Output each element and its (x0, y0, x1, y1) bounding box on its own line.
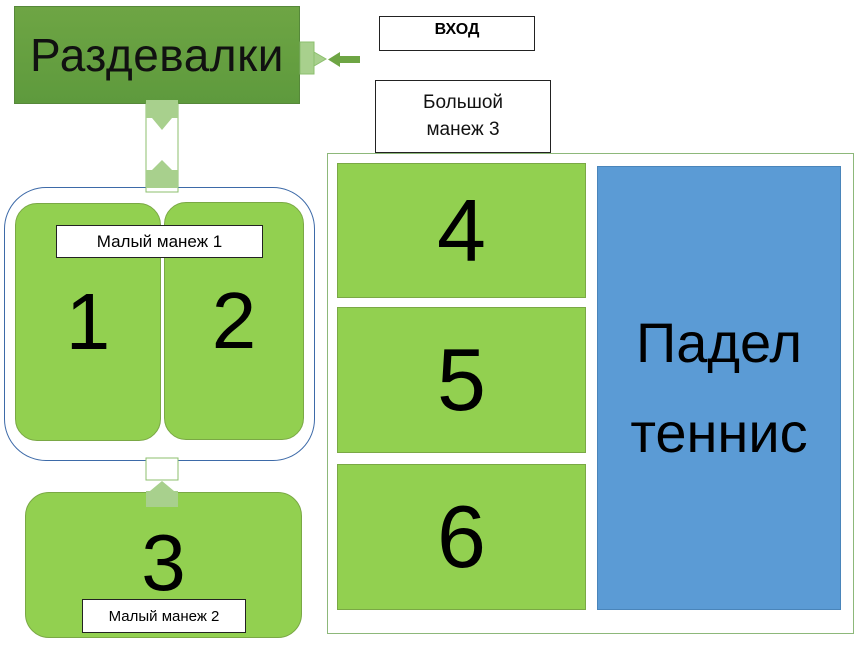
locker-to-small-hall-1-connector (145, 100, 179, 193)
padel-label-line2: теннис (630, 401, 808, 464)
court-1-number: 1 (65, 277, 111, 366)
big-hall-label-line1: Большой (422, 92, 504, 114)
big-hall-label: Большой манеж 3 (375, 80, 551, 153)
court-5-number: 5 (437, 330, 486, 429)
big-hall-label-line2: манеж 3 (426, 118, 500, 140)
court-4-number: 4 (437, 180, 486, 280)
court-2-number: 2 (211, 276, 257, 365)
entrance-label: ВХОД (379, 16, 535, 51)
court-6-number: 6 (437, 487, 486, 586)
locker-room-label: Раздевалки (30, 29, 284, 81)
locker-room-block (14, 6, 300, 104)
small-hall-1-to-small-hall-2-connector (145, 457, 179, 507)
court-6: 6 (337, 464, 586, 610)
small-hall-1-label: Малый манеж 1 (56, 225, 263, 258)
court-4: 4 (337, 163, 586, 298)
padel-label-line1: Падел (635, 311, 802, 375)
entrance-arrow-icon (328, 52, 360, 67)
locker-exit-connector (299, 41, 327, 75)
court-3-number: 3 (141, 518, 186, 607)
small-hall-2-label: Малый манеж 2 (82, 599, 246, 633)
padel-tennis-court: Падел теннис (597, 166, 841, 610)
court-5: 5 (337, 307, 586, 453)
